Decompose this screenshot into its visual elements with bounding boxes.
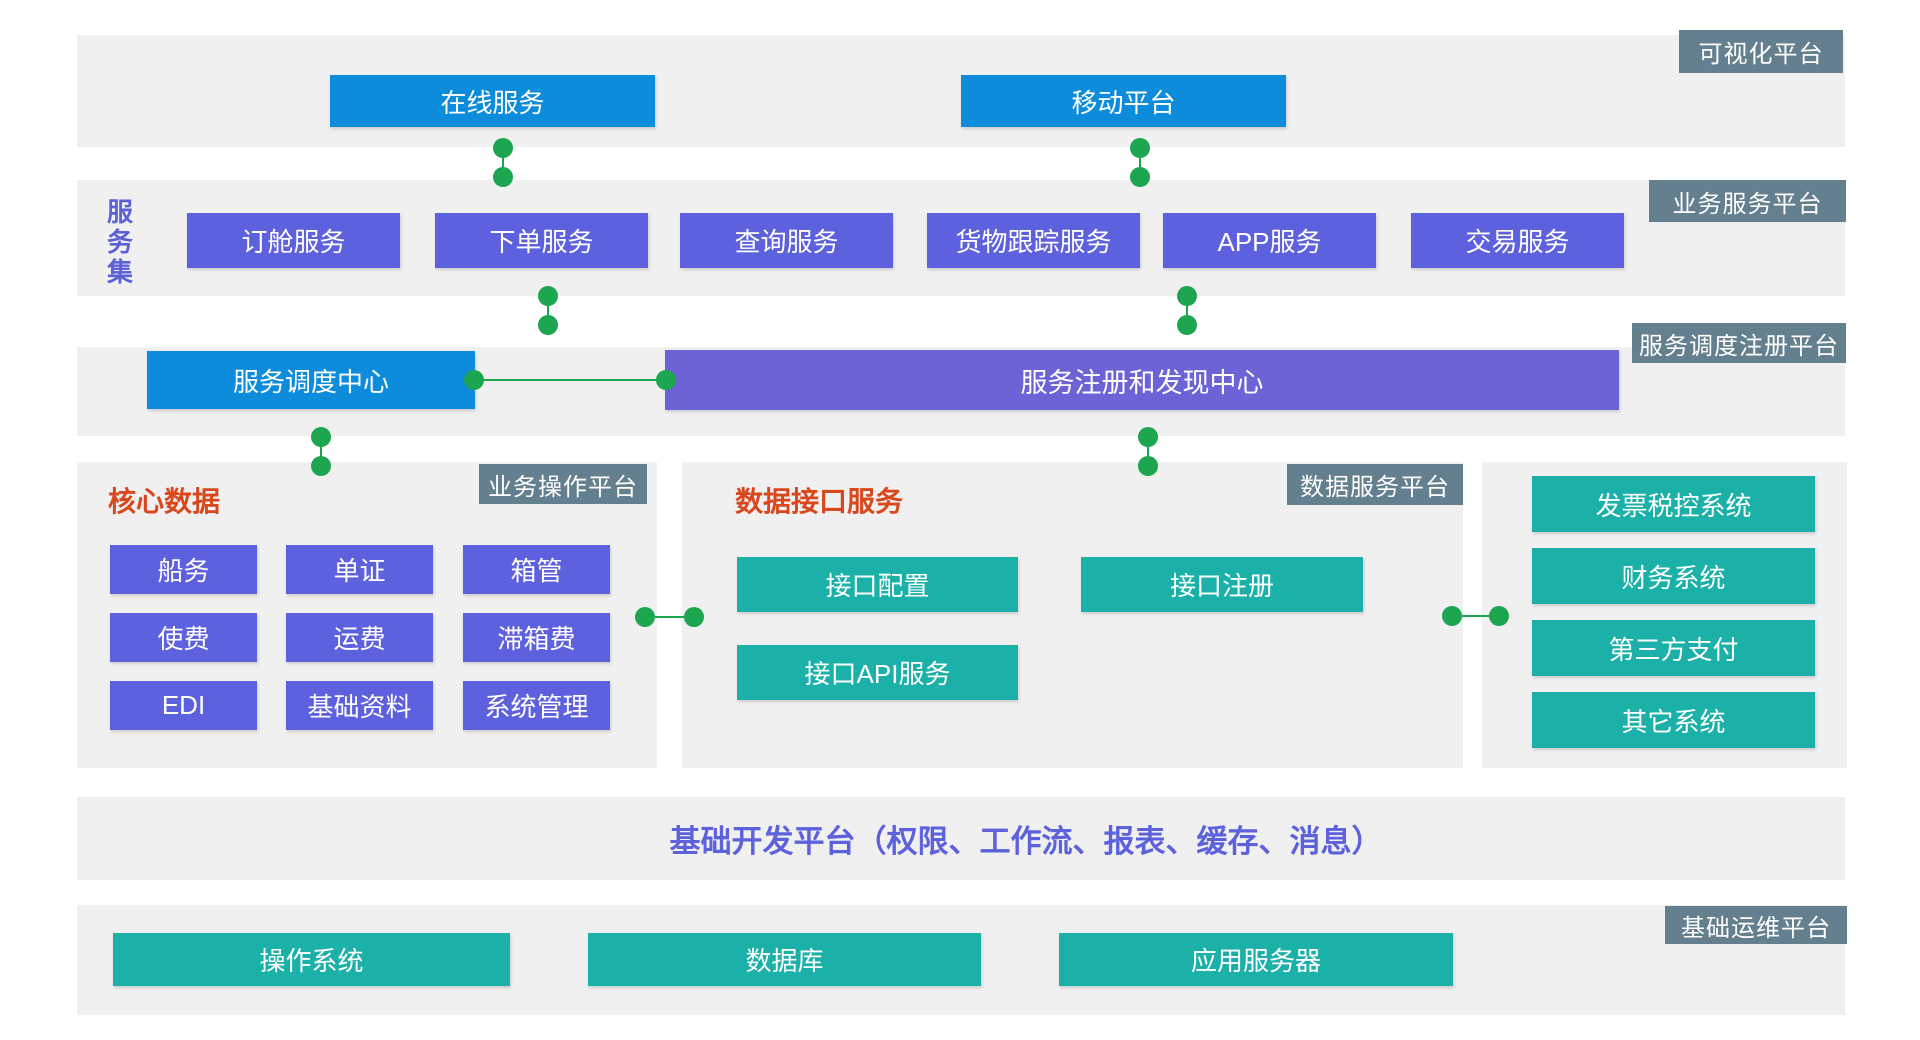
node-service-registry-discovery-center: 服务注册和发现中心	[665, 350, 1619, 410]
node-database: 数据库	[588, 933, 981, 986]
connector-dispatch-to-registry	[464, 370, 676, 390]
connector-order-to-dispatch	[538, 286, 558, 335]
node-order-service: 下单服务	[435, 213, 648, 268]
connector-dispatch-to-operation	[311, 427, 331, 476]
node-trade-service: 交易服务	[1411, 213, 1624, 268]
connector-operation-to-dataservice	[635, 607, 704, 627]
visualization-platform-tag: 可视化平台	[1679, 30, 1843, 73]
connector-app-to-registry	[1177, 286, 1197, 335]
node-operating-system: 操作系统	[113, 933, 510, 986]
data-interface-heading: 数据接口服务	[735, 486, 904, 517]
core-data-heading: 核心数据	[108, 486, 221, 517]
node-query-service: 查询服务	[680, 213, 893, 268]
node-container-mgmt: 箱管	[463, 545, 610, 594]
node-edi: EDI	[110, 681, 257, 730]
connector-online-to-services	[493, 138, 513, 187]
node-service-dispatch-center: 服务调度中心	[147, 351, 475, 409]
node-documents: 单证	[286, 545, 433, 594]
dispatch-registry-platform-tag: 服务调度注册平台	[1632, 323, 1846, 363]
operation-platform-tag: 业务操作平台	[479, 464, 647, 504]
node-charges: 使费	[110, 613, 257, 662]
node-third-party-payment: 第三方支付	[1532, 620, 1815, 676]
business-services-platform-tag: 业务服务平台	[1649, 180, 1846, 222]
dev-platform-band	[77, 797, 1845, 880]
connector-registry-to-dataservice	[1138, 427, 1158, 476]
service-set-label: 服务集	[106, 197, 133, 287]
node-invoice-tax-system: 发票税控系统	[1532, 476, 1815, 532]
node-finance-system: 财务系统	[1532, 548, 1815, 604]
node-app-server: 应用服务器	[1059, 933, 1453, 986]
node-mobile-platform: 移动平台	[961, 75, 1286, 127]
node-interface-config: 接口配置	[737, 557, 1018, 612]
node-demurrage: 滞箱费	[463, 613, 610, 662]
node-app-service: APP服务	[1163, 213, 1376, 268]
node-interface-api-service: 接口API服务	[737, 645, 1018, 700]
node-online-service: 在线服务	[330, 75, 655, 127]
node-cargo-tracking-service: 货物跟踪服务	[927, 213, 1140, 268]
node-shipping: 船务	[110, 545, 257, 594]
node-booking-service: 订舱服务	[187, 213, 400, 268]
node-other-systems: 其它系统	[1532, 692, 1815, 748]
data-service-panel	[682, 462, 1463, 768]
connector-dataservice-to-external	[1442, 606, 1509, 626]
ops-platform-tag: 基础运维平台	[1665, 906, 1847, 944]
node-system-mgmt: 系统管理	[463, 681, 610, 730]
node-interface-registry: 接口注册	[1081, 557, 1363, 612]
node-freight: 运费	[286, 613, 433, 662]
data-service-platform-tag: 数据服务平台	[1287, 464, 1463, 505]
dev-platform-title: 基础开发平台（权限、工作流、报表、缓存、消息）	[669, 824, 1383, 859]
node-base-data: 基础资料	[286, 681, 433, 730]
connector-mobile-to-services	[1130, 138, 1150, 187]
